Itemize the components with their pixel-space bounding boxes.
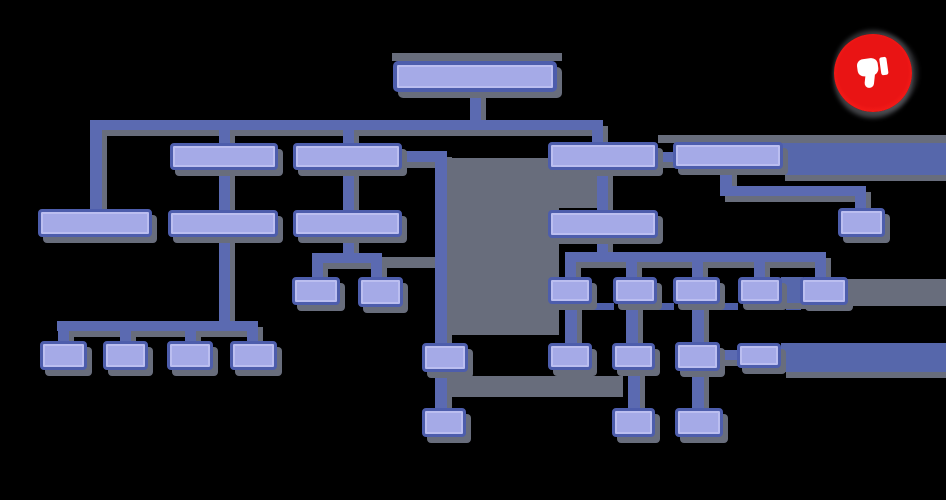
connector-line <box>120 330 131 343</box>
org-chart-node-rb1 <box>548 277 592 304</box>
connector-line <box>692 370 704 409</box>
connector-nub <box>592 303 614 310</box>
connector-line <box>628 370 640 409</box>
connector-line <box>626 261 637 278</box>
shadow-artifact <box>382 257 447 268</box>
connector-line <box>470 88 481 122</box>
org-chart-node-k3 <box>167 341 213 370</box>
org-chart-node-k4 <box>230 341 277 370</box>
org-chart-node-rb2 <box>613 277 657 304</box>
connector-line <box>597 168 608 212</box>
connector-bar <box>780 143 946 175</box>
org-chart-node-l2-b <box>293 143 402 170</box>
org-chart-node-g2 <box>358 277 403 307</box>
connector-line <box>371 262 382 278</box>
connector-line <box>90 124 102 210</box>
connector-line <box>343 236 354 256</box>
connector-nub <box>656 303 674 310</box>
shadow-artifact <box>847 279 946 306</box>
connector-line <box>219 129 230 145</box>
org-chart-node-k2 <box>103 341 148 370</box>
connector-line <box>565 261 576 278</box>
org-chart-node-rc1 <box>548 343 592 370</box>
connector-line <box>247 330 258 343</box>
connector-line <box>815 261 826 278</box>
connector-line <box>312 253 382 263</box>
org-chart-node-l2-a <box>170 143 278 170</box>
thumbs-down-badge <box>834 34 912 112</box>
connector-line <box>185 330 196 343</box>
org-chart-node-l2-c <box>548 142 658 170</box>
connector-line <box>692 302 704 344</box>
org-chart-node-rb4 <box>738 277 782 304</box>
shadow-artifact <box>447 158 559 335</box>
org-chart-node-l3-b2 <box>293 210 402 237</box>
connector-line <box>754 261 765 278</box>
connector-line <box>219 168 230 212</box>
org-chart-node-l2-d <box>673 142 783 169</box>
connector-line <box>58 330 69 343</box>
connector-line <box>692 261 703 278</box>
org-chart-node-top <box>393 61 557 92</box>
thumbs-down-icon <box>856 56 889 88</box>
connector-line <box>626 302 638 344</box>
shadow-artifact <box>658 135 946 143</box>
connector-bar <box>781 343 946 372</box>
org-chart-node-f1 <box>422 343 468 372</box>
connector-line <box>597 236 608 255</box>
connector-line <box>855 186 866 209</box>
org-chart-node-l3-c2 <box>548 210 658 238</box>
connector-line <box>57 321 258 331</box>
connector-line <box>402 151 447 162</box>
org-chart-node-rb5 <box>800 277 848 305</box>
connector-line <box>565 302 577 344</box>
shadow-artifact <box>392 53 562 61</box>
connector-line <box>343 129 354 145</box>
org-chart-node-l3-left <box>38 209 152 237</box>
shadow-artifact <box>452 376 623 397</box>
connector-bar <box>781 277 803 303</box>
connector-line <box>720 186 866 196</box>
connector-nub <box>786 303 801 310</box>
connector-line <box>312 262 323 278</box>
connector-nub <box>719 303 738 310</box>
org-chart-node-l3-e <box>838 208 885 237</box>
connector-line <box>343 168 354 212</box>
org-chart-node-rb3 <box>673 277 720 304</box>
org-chart-node-g1 <box>292 277 340 305</box>
connector-line <box>658 152 675 162</box>
org-chart-node-rd2 <box>675 408 723 437</box>
org-chart-node-rc2 <box>612 343 655 370</box>
connector-line <box>90 120 603 130</box>
org-chart-node-k1 <box>40 341 87 370</box>
org-chart-node-rc3 <box>675 342 720 371</box>
org-chart-node-f2 <box>422 408 466 437</box>
connector-line <box>219 236 230 324</box>
connector-line <box>565 252 826 262</box>
org-chart-node-rd1 <box>612 408 655 437</box>
connector-line <box>720 350 738 360</box>
connector-line <box>592 129 603 144</box>
org-chart-node-l3-a2 <box>168 210 278 237</box>
org-chart-node-rc4 <box>737 343 781 368</box>
